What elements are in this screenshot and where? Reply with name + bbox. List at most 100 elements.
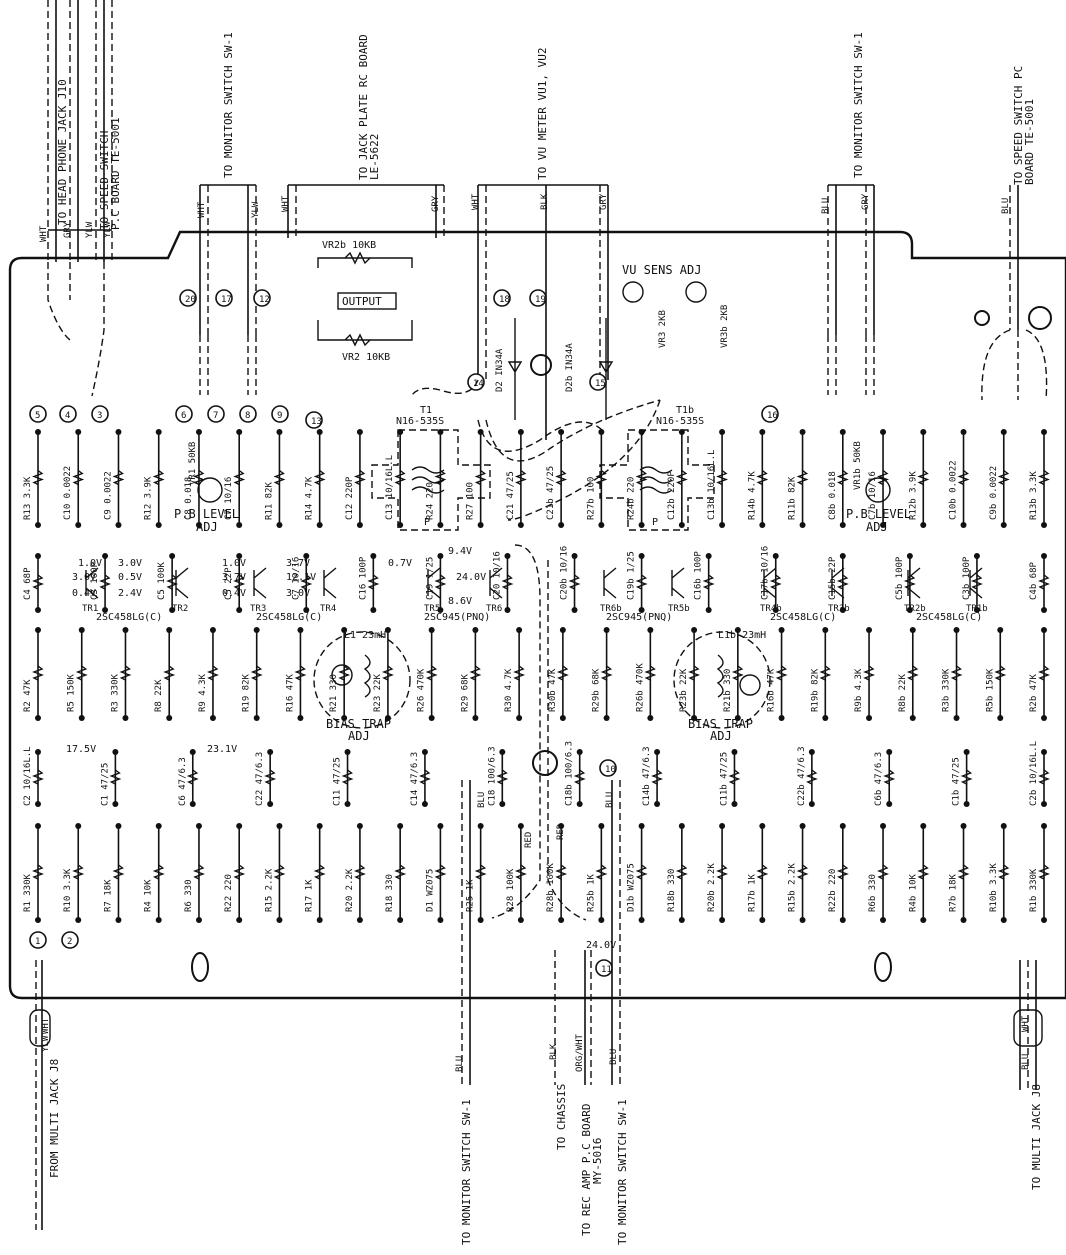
component-label: C21 47/25 — [506, 471, 516, 520]
component-body — [769, 574, 782, 590]
component-label: C20b 10/16 — [560, 546, 570, 600]
component-pad — [808, 749, 815, 755]
bottom-label-monitor-1: TO MONITOR SWITCH SW-1 — [460, 1099, 473, 1245]
component-body — [556, 665, 569, 681]
transistor-symbol — [427, 567, 441, 599]
component-pad — [397, 917, 404, 923]
terminal-number: 3 — [97, 411, 102, 421]
tr12b-type: 2SC458LG(C) — [916, 612, 982, 623]
component-pad — [356, 917, 363, 923]
component-pad — [169, 553, 176, 559]
component-body — [970, 574, 983, 590]
top-label-speed-switch: TO SPEED SWITCHP.C BOARD TE-5001 — [98, 117, 122, 230]
bias-trap-l1b-coil — [716, 654, 724, 698]
board-outline — [8, 230, 1066, 1000]
terminal-number: 10 — [605, 765, 616, 775]
component-label: R6b 330 — [868, 874, 878, 912]
component-pad — [421, 749, 428, 755]
component-body — [338, 665, 351, 681]
component-pad — [477, 823, 484, 829]
component-body — [353, 469, 366, 486]
component-pad — [920, 522, 927, 528]
wire-label-ylw-2: YLW — [103, 221, 113, 238]
terminal-circle — [59, 405, 77, 423]
component-label: R25b 1K — [586, 873, 596, 912]
component-pad — [953, 627, 960, 633]
component-pad — [598, 522, 605, 528]
component-label: C14b 47/6.3 — [642, 746, 652, 806]
component-pad — [428, 715, 435, 721]
component-pad — [477, 522, 484, 528]
component-pad — [558, 429, 565, 435]
component-pad — [866, 715, 873, 721]
wire-label-blu-1: BLU — [821, 198, 831, 214]
component-body — [877, 864, 890, 880]
component-label: R8b 22K — [898, 673, 908, 712]
component-pad — [195, 522, 202, 528]
component-pad — [195, 917, 202, 923]
transistor-symbol — [969, 567, 983, 599]
component-pad — [759, 823, 766, 829]
component-body — [367, 574, 380, 590]
component-label: R11b 82K — [788, 476, 798, 520]
component-body — [1038, 469, 1050, 486]
component-label: R11 82K — [264, 481, 274, 520]
component-label: R25 1K — [466, 879, 476, 912]
component-body — [731, 665, 744, 681]
tr12-type: 2SC458LG(C) — [96, 612, 162, 623]
component-body — [32, 574, 44, 590]
component-body — [166, 574, 179, 590]
t1-label: T1 — [420, 405, 432, 416]
component-label: C17b 10/16 — [761, 546, 771, 600]
component-pad — [886, 749, 893, 755]
component-pad — [559, 715, 566, 721]
tr34b-type: 2SC458LG(C) — [770, 612, 836, 623]
component-pad — [166, 627, 173, 633]
component-body — [997, 864, 1010, 880]
component-pad — [973, 553, 980, 559]
component-label: R21 330 — [329, 674, 339, 712]
component-label: R24b 220 — [627, 477, 637, 520]
component-body — [644, 665, 657, 681]
component-body — [381, 665, 394, 681]
component-body — [957, 469, 970, 486]
component-body — [32, 665, 44, 681]
component-pad — [1000, 917, 1007, 923]
component-label: R28 100K — [506, 868, 516, 912]
component-pad — [504, 553, 511, 559]
component-pad — [759, 522, 766, 528]
component-label: C22b 47/6.3 — [797, 746, 807, 806]
voltage-value: 3.0V — [286, 588, 310, 599]
component-body — [756, 864, 769, 880]
terminal-circle — [529, 289, 547, 307]
component-body — [756, 469, 769, 486]
component-pad — [778, 627, 785, 633]
component-pad — [517, 917, 524, 923]
component-label: C5b 100P — [895, 556, 905, 600]
component-body — [300, 574, 313, 590]
d2-label: D2 IN34A — [495, 348, 505, 392]
bottom-wire-orgwht: ORG/WHT — [575, 1033, 585, 1072]
component-pad — [772, 607, 779, 613]
component-pad — [558, 522, 565, 528]
component-pad — [1000, 429, 1007, 435]
terminal-number: 2 — [67, 937, 72, 947]
component-pad — [906, 553, 913, 559]
component-body — [32, 769, 44, 785]
component-label: R15 2.2K — [264, 868, 274, 912]
component-pad — [115, 429, 122, 435]
component-body — [863, 665, 876, 681]
component-label: R7 18K — [103, 879, 113, 912]
component-body — [950, 665, 963, 681]
component-label: C19 1/25 — [425, 557, 435, 600]
component-label: C5 22P — [224, 567, 234, 600]
tr56b-type: 2SC945(PNQ) — [606, 612, 672, 623]
component-pad — [678, 522, 685, 528]
component-label: R22b 220 — [828, 869, 838, 912]
component-pad — [678, 429, 685, 435]
voltage-readings: 1.0V3.0V0.4V3.0V0.5V2.4V1.0V3.7V0.4V3.7V… — [72, 546, 486, 607]
l1-label: L1 23mH — [344, 630, 386, 641]
component-pad — [839, 553, 846, 559]
terminal-number: 13 — [311, 417, 322, 427]
